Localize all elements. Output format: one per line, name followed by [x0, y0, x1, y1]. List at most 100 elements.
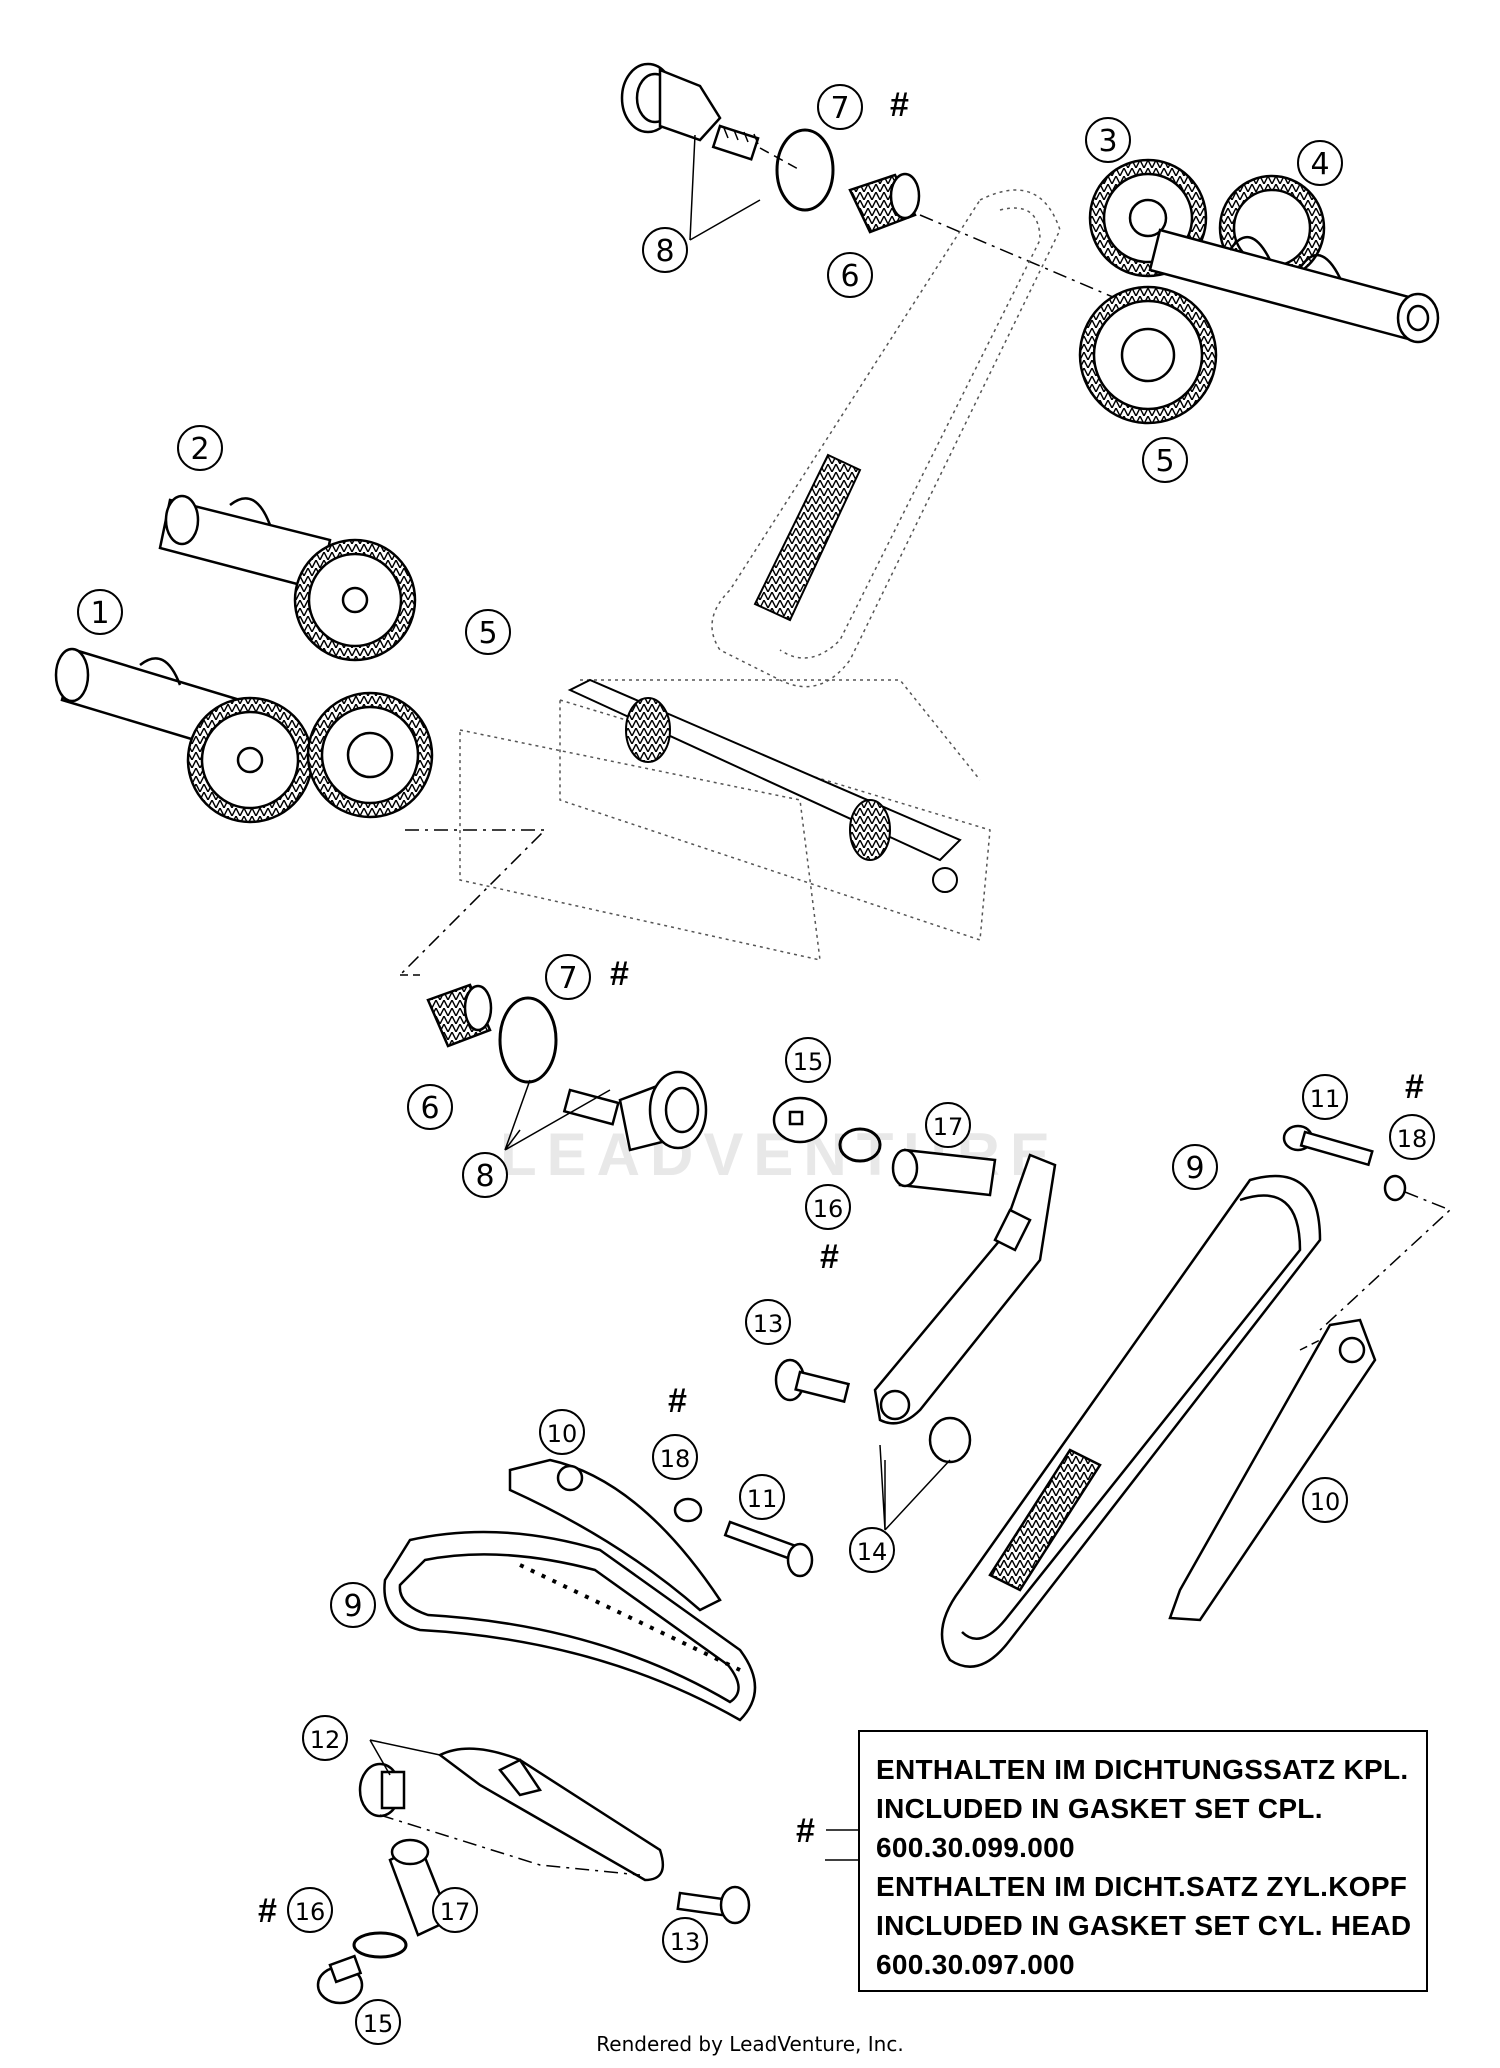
guide-rail-10-left: [508, 1458, 722, 1612]
callout-7-top: 7: [817, 84, 863, 130]
legend-line-4: ENTHALTEN IM DICHT.SATZ ZYL.KOPF: [876, 1871, 1408, 1902]
callout-8-lower: 8: [462, 1152, 508, 1198]
svg-text:16: 16: [295, 1898, 326, 1926]
svg-text:7: 7: [830, 91, 849, 126]
callout-2: 2: [177, 425, 223, 471]
svg-text:11: 11: [747, 1485, 778, 1513]
timing-chain-9-right: [940, 1174, 1322, 1668]
svg-text:3: 3: [1098, 124, 1117, 159]
cylinder-head-ghost: [459, 189, 1061, 961]
sealing-ring-16-top: [838, 1127, 882, 1163]
camshaft-gear-5-left: [306, 691, 434, 819]
svg-text:18: 18: [660, 1445, 691, 1473]
camshaft-1: [54, 647, 314, 824]
legend-line-3: 600.30.099.000: [876, 1832, 1075, 1863]
callout-15-lower: 15: [355, 1999, 401, 2045]
timing-chain-9-left: [383, 1530, 757, 1722]
tensioner-rail-upper: [873, 1153, 1057, 1464]
callout-16-top: 16: [805, 1184, 851, 1230]
callout-5-top: 5: [1142, 437, 1188, 483]
guide-rail-10-right: [1168, 1318, 1377, 1622]
callout-15-top: 15: [785, 1037, 831, 1083]
callout-1: 1: [77, 589, 123, 635]
footer-credit: Rendered by LeadVenture, Inc.: [596, 2032, 904, 2056]
callout-11-right: 11: [1302, 1074, 1348, 1120]
camshaft-2: [158, 494, 417, 662]
svg-text:1: 1: [90, 596, 109, 631]
hash-markers: # # # # # #: [258, 86, 1424, 1930]
callout-10-left: 10: [539, 1409, 585, 1455]
bolt-11-left: [673, 1497, 814, 1578]
svg-text:9: 9: [1185, 1151, 1204, 1186]
hash-marker: #: [258, 1892, 277, 1930]
guide-rail-lower: [437, 1747, 665, 1882]
callout-3: 3: [1085, 117, 1131, 163]
svg-text:13: 13: [753, 1310, 784, 1338]
svg-text:6: 6: [840, 259, 859, 294]
timing-chain-segment: [753, 453, 862, 622]
lower-o-ring: [498, 996, 558, 1084]
crankshaft-ghost: [567, 678, 962, 893]
bushing-12: [358, 1762, 406, 1818]
svg-text:13: 13: [670, 1928, 701, 1956]
svg-text:4: 4: [1310, 147, 1329, 182]
camshaft-gear-5-top: [1078, 285, 1218, 425]
bolt-11-right: [1282, 1124, 1407, 1202]
hash-marker: #: [890, 86, 909, 124]
callout-8-top: 8: [642, 227, 688, 273]
svg-text:10: 10: [547, 1420, 578, 1448]
callout-17-top: 17: [925, 1102, 971, 1148]
callout-10-right: 10: [1302, 1477, 1348, 1523]
svg-text:17: 17: [440, 1898, 471, 1926]
camshaft-body-upper: [1148, 228, 1440, 344]
callout-6-lower: 6: [407, 1084, 453, 1130]
sealing-ring-16-lower: [352, 1931, 408, 1959]
svg-text:12: 12: [310, 1726, 341, 1754]
svg-text:6: 6: [420, 1091, 439, 1126]
hash-marker: #: [1405, 1068, 1424, 1106]
svg-text:14: 14: [857, 1538, 888, 1566]
svg-text:15: 15: [363, 2010, 394, 2038]
hash-marker: #: [610, 955, 629, 993]
svg-text:8: 8: [655, 234, 674, 269]
svg-text:10: 10: [1310, 1488, 1341, 1516]
svg-text:18: 18: [1397, 1125, 1428, 1153]
callout-12: 12: [302, 1715, 348, 1761]
top-o-ring: [775, 128, 835, 212]
svg-text:16: 16: [813, 1195, 844, 1223]
svg-text:5: 5: [478, 616, 497, 651]
callout-13-top: 13: [745, 1299, 791, 1345]
tensioner-17-top: [891, 1148, 997, 1197]
legend-line-2: INCLUDED IN GASKET SET CPL.: [876, 1793, 1323, 1824]
callout-9-left: 9: [330, 1582, 376, 1628]
svg-text:9: 9: [343, 1589, 362, 1624]
svg-text:5: 5: [1155, 444, 1174, 479]
hash-marker: #: [820, 1238, 839, 1276]
callout-13-lower: 13: [662, 1917, 708, 1963]
callout-6-top: 6: [827, 252, 873, 298]
callout-18-left: 18: [652, 1434, 698, 1480]
legend-line-5: INCLUDED IN GASKET SET CYL. HEAD: [876, 1910, 1412, 1941]
callout-17-lower: 17: [432, 1887, 478, 1933]
bolt-13-lower: [676, 1885, 751, 1925]
svg-text:11: 11: [1310, 1085, 1341, 1113]
hash-marker: #: [668, 1382, 687, 1420]
gasket-set-legend: ENTHALTEN IM DICHTUNGSSATZ KPL. INCLUDED…: [858, 1730, 1428, 1992]
tensioner-pivot-bolt-13: [774, 1358, 851, 1404]
plug-screw-15-lower: [316, 1954, 364, 2005]
lower-needle-bearing: [426, 983, 493, 1048]
legend-line-1: ENTHALTEN IM DICHTUNGSSATZ KPL.: [876, 1754, 1409, 1785]
svg-text:7: 7: [558, 961, 577, 996]
top-bearing-shaft: [620, 62, 760, 161]
lower-bearing-shaft: [562, 1070, 708, 1152]
svg-text:15: 15: [793, 1048, 824, 1076]
callout-4: 4: [1297, 140, 1343, 186]
legend-hash-marker: #: [796, 1812, 815, 1850]
callout-9-right: 9: [1172, 1144, 1218, 1190]
leader-lines: [369, 134, 951, 1861]
plug-screw-15-top: [772, 1096, 828, 1144]
callout-14: 14: [849, 1527, 895, 1573]
svg-text:8: 8: [475, 1159, 494, 1194]
